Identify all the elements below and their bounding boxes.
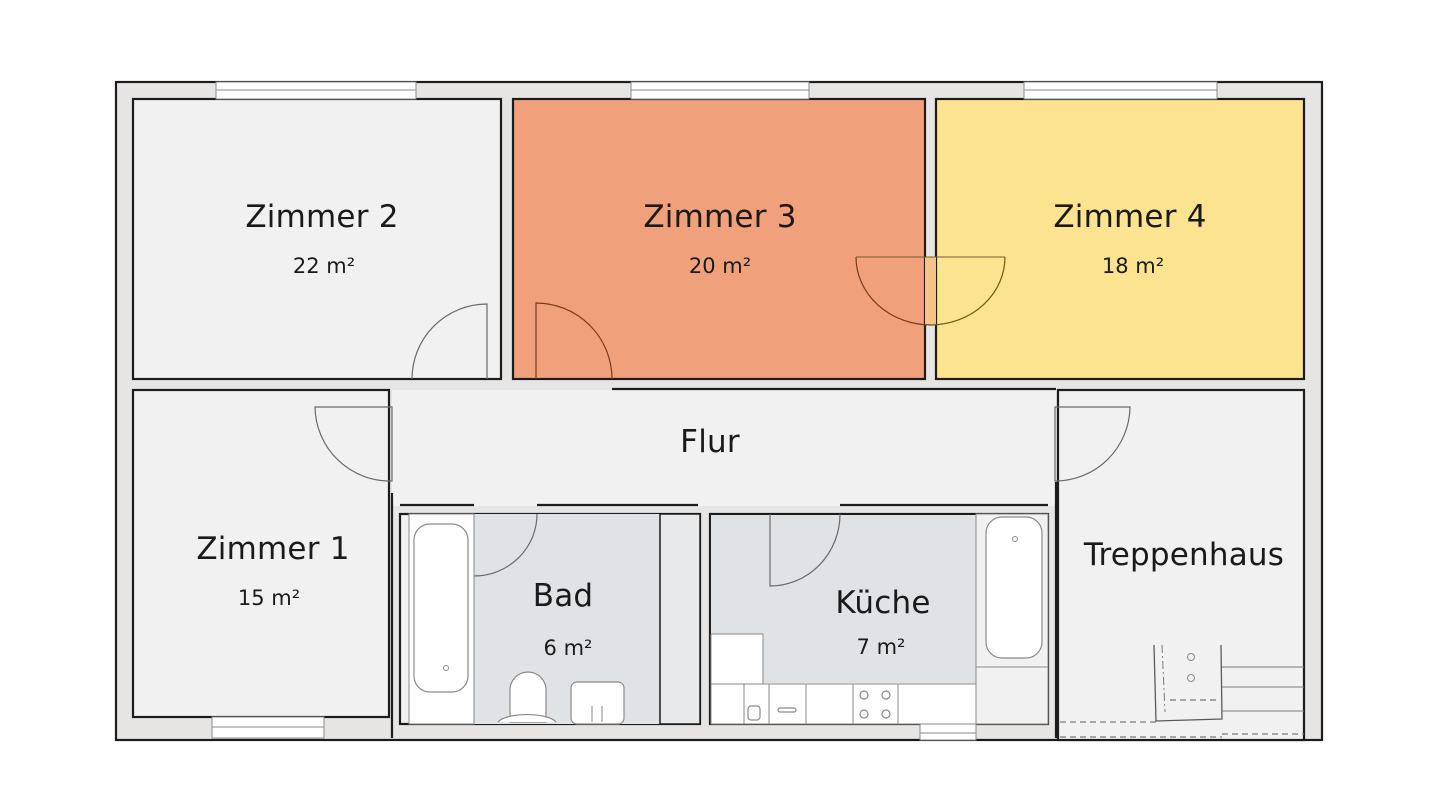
room-area-zimmer1: 15 m² bbox=[237, 586, 301, 610]
bad-floor bbox=[474, 514, 660, 724]
room-label-treppenhaus: Treppenhaus bbox=[1083, 537, 1285, 573]
room-label-bad: Bad bbox=[532, 578, 594, 614]
room-treppenhaus bbox=[1056, 388, 1306, 742]
room-zimmer4 bbox=[934, 97, 1306, 381]
kitchen-counter bbox=[710, 633, 977, 725]
room-label-kueche: Küche bbox=[835, 585, 931, 621]
door-zimmer2 bbox=[411, 303, 488, 380]
door-zimmer1 bbox=[314, 406, 393, 482]
room-area-zimmer3: 20 m² bbox=[688, 254, 752, 278]
bad-storage bbox=[659, 513, 701, 725]
room-zimmer2 bbox=[131, 97, 503, 381]
room-label-zimmer2: Zimmer 2 bbox=[245, 199, 399, 235]
room-label-flur: Flur bbox=[680, 424, 740, 460]
window-zimmer2 bbox=[215, 81, 417, 100]
room-zimmer1 bbox=[131, 388, 391, 719]
bathtub-bad bbox=[408, 513, 475, 725]
stove bbox=[859, 690, 891, 719]
door-zimmer3-zimmer4 bbox=[855, 256, 1006, 326]
room-zimmer3 bbox=[511, 97, 927, 381]
window-zimmer1 bbox=[211, 716, 325, 739]
toilet-bad bbox=[497, 671, 557, 723]
room-flur bbox=[392, 390, 1056, 506]
door-kueche bbox=[769, 513, 841, 587]
door-bad bbox=[473, 513, 538, 577]
room-area-zimmer2: 22 m² bbox=[292, 254, 356, 278]
door-treppenhaus bbox=[1054, 406, 1131, 482]
room-area-bad: 6 m² bbox=[543, 636, 593, 660]
bathtub-kueche bbox=[975, 513, 1049, 725]
window-zimmer3 bbox=[630, 81, 810, 100]
room-label-zimmer1: Zimmer 1 bbox=[196, 531, 350, 567]
washbasin-bad bbox=[570, 681, 625, 725]
staircase bbox=[1060, 644, 1304, 738]
door-zimmer3 bbox=[535, 302, 613, 380]
window-kueche bbox=[919, 723, 977, 741]
room-label-zimmer4: Zimmer 4 bbox=[1053, 199, 1207, 235]
room-area-kueche: 7 m² bbox=[856, 635, 906, 659]
room-area-zimmer4: 18 m² bbox=[1101, 254, 1165, 278]
window-zimmer4 bbox=[1023, 81, 1218, 100]
room-label-zimmer3: Zimmer 3 bbox=[643, 199, 797, 235]
